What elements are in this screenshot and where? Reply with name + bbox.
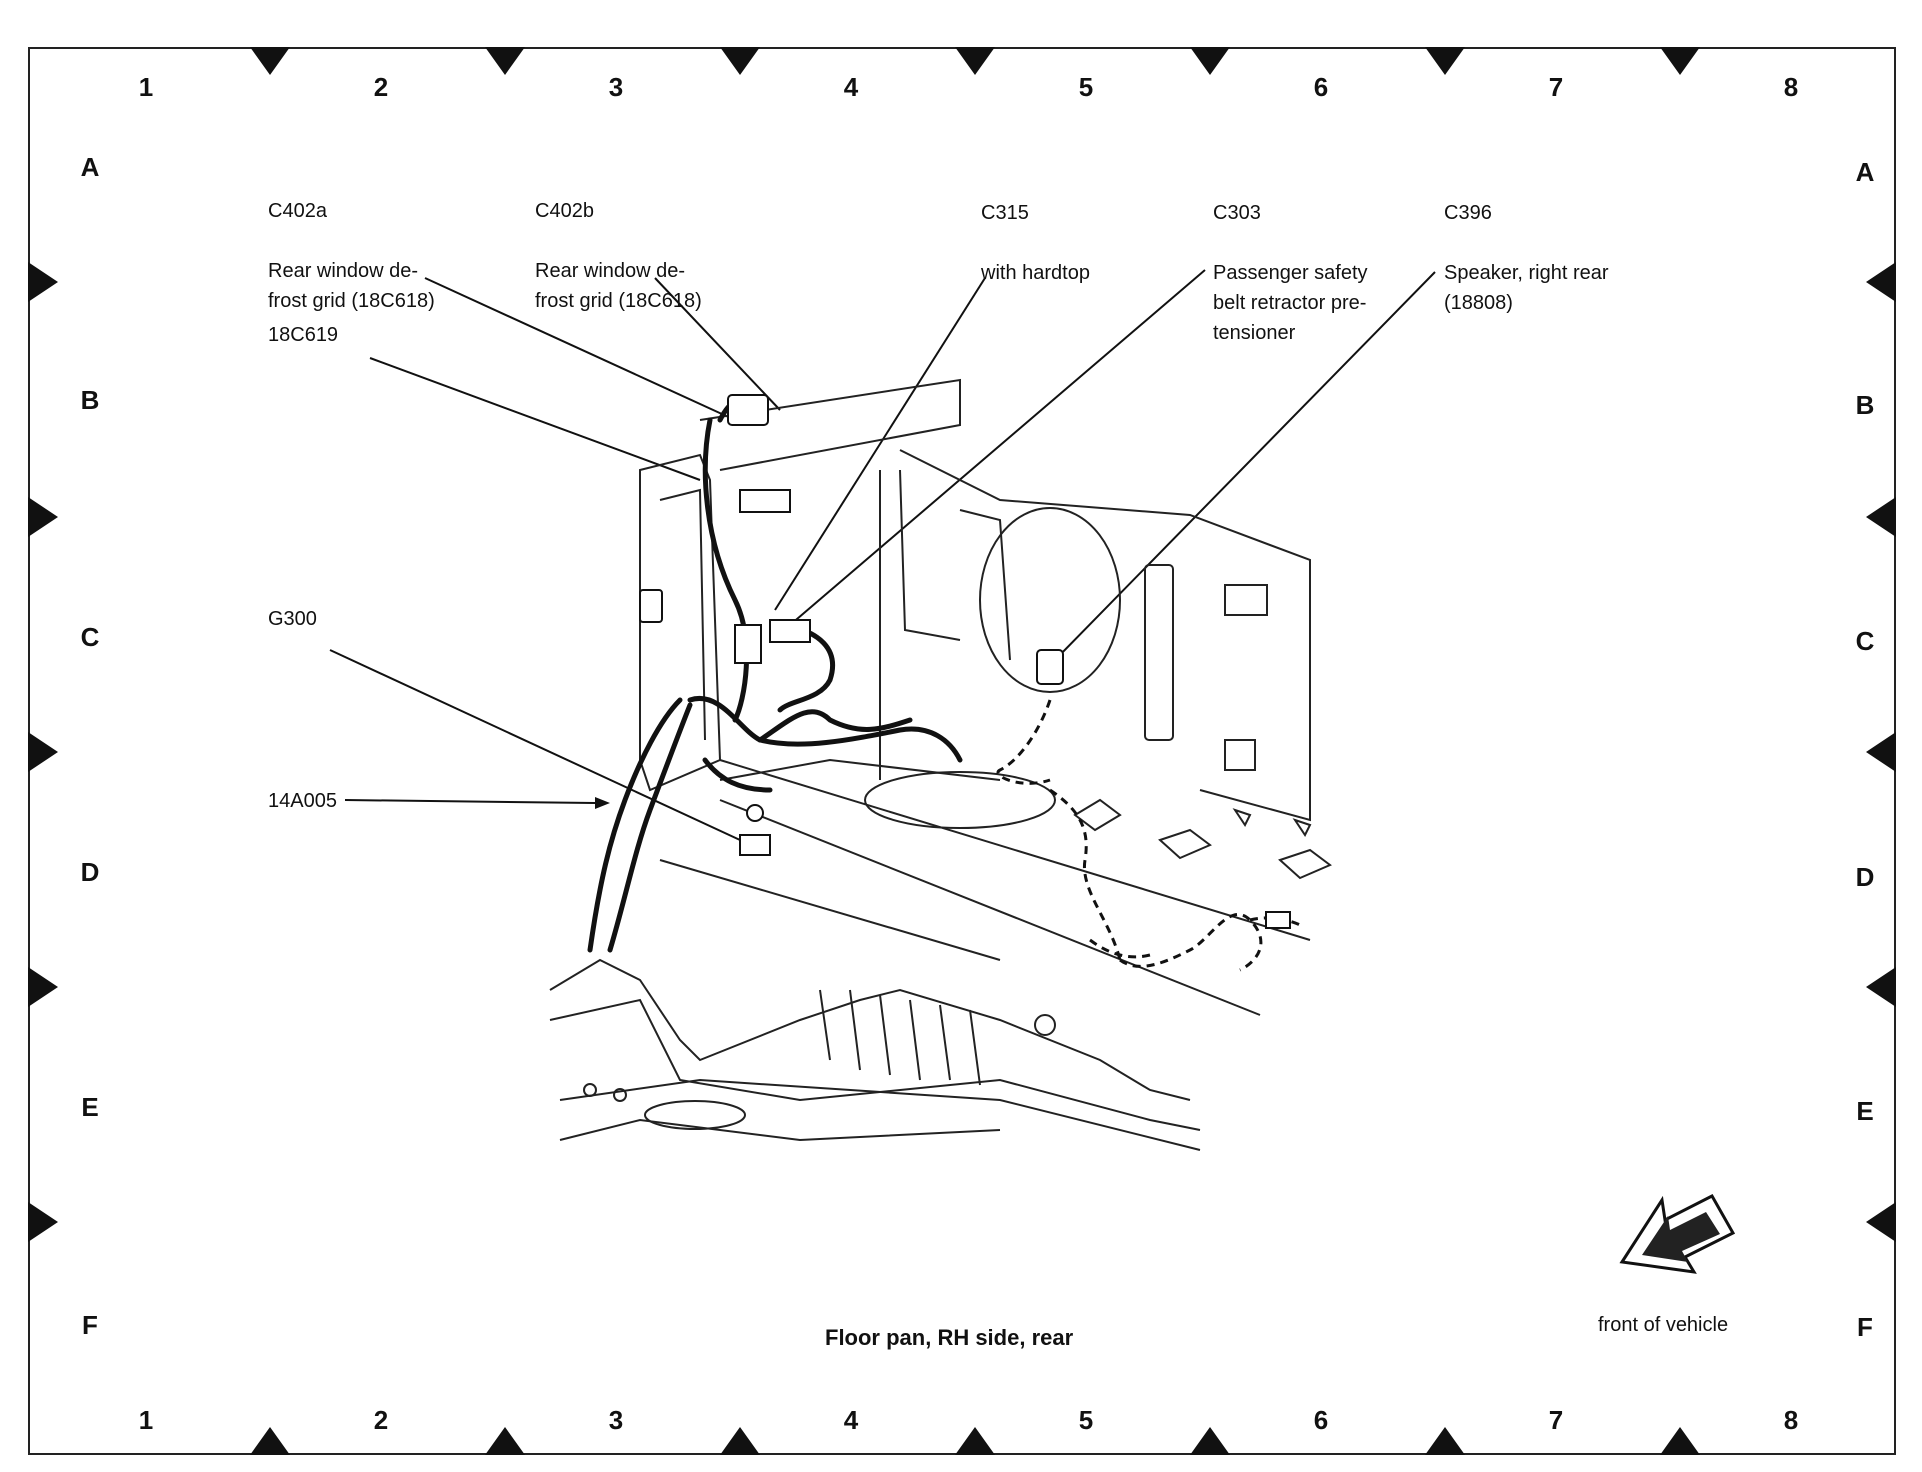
- row-f-left: F: [82, 1310, 98, 1340]
- callout-c315-desc: with hardtop: [981, 262, 1090, 284]
- col-8-bottom: 8: [1783, 1405, 1799, 1435]
- col-6-bottom: 6: [1313, 1405, 1329, 1435]
- row-b-right: B: [1855, 390, 1875, 420]
- grid-markers: [28, 47, 1896, 1455]
- diagram-caption: Floor pan, RH side, rear: [825, 1325, 1074, 1350]
- callout-c402b-desc: Rear window de- frost grid (18C618): [535, 260, 702, 312]
- row-a-left: A: [80, 152, 100, 182]
- callout-c402a-id: C402a: [268, 200, 327, 222]
- row-d-right: D: [1855, 862, 1875, 892]
- row-a-right: A: [1855, 157, 1875, 187]
- front-of-vehicle-arrow: [1619, 1194, 1736, 1274]
- wiring-harness: [587, 395, 963, 953]
- col-4-top: 4: [843, 72, 859, 102]
- callout-c402b-id: C402b: [535, 200, 594, 222]
- row-d-left: D: [80, 857, 100, 887]
- col-2-bottom: 2: [373, 1405, 389, 1435]
- col-7-bottom: 7: [1548, 1405, 1564, 1435]
- col-1-bottom: 1: [138, 1405, 154, 1435]
- callout-c315-id: C315: [981, 202, 1029, 224]
- col-8-top: 8: [1783, 72, 1799, 102]
- callout-c396: C396 Speaker, right rear (18808): [1444, 168, 1609, 348]
- row-c-right: C: [1855, 626, 1875, 656]
- callout-c315: C315 with hardtop: [981, 168, 1090, 318]
- col-3-top: 3: [608, 72, 624, 102]
- callout-14a005: 14A005: [268, 790, 337, 812]
- row-c-left: C: [80, 622, 100, 652]
- callout-c396-id: C396: [1444, 202, 1492, 224]
- callout-18c619: 18C619: [268, 324, 339, 346]
- body-structure: [549, 378, 1332, 1151]
- callout-c402b: C402b Rear window de- frost grid (18C618…: [535, 166, 702, 346]
- row-e-left: E: [81, 1092, 99, 1122]
- callout-g300: G300: [268, 608, 317, 630]
- col-2-top: 2: [373, 72, 389, 102]
- col-5-bottom: 5: [1078, 1405, 1094, 1435]
- row-f-right: F: [1857, 1312, 1873, 1342]
- front-of-vehicle-label: front of vehicle: [1598, 1314, 1729, 1336]
- callout-c402a: C402a Rear window de- frost grid (18C618…: [268, 166, 435, 346]
- callout-c303: C303 Passenger safety belt retractor pre…: [1213, 168, 1368, 378]
- row-b-left: B: [80, 385, 100, 415]
- callout-c396-desc: Speaker, right rear (18808): [1444, 262, 1609, 314]
- callout-c303-desc: Passenger safety belt retractor pre- ten…: [1213, 262, 1368, 344]
- callout-c402a-desc: Rear window de- frost grid (18C618): [268, 260, 435, 312]
- col-1-top: 1: [138, 72, 154, 102]
- row-e-right: E: [1856, 1096, 1874, 1126]
- leader-lines: [329, 269, 1436, 841]
- connectors: [639, 394, 1291, 929]
- col-4-bottom: 4: [843, 1405, 859, 1435]
- col-3-bottom: 3: [608, 1405, 624, 1435]
- col-7-top: 7: [1548, 72, 1564, 102]
- callout-c303-id: C303: [1213, 202, 1261, 224]
- col-6-top: 6: [1313, 72, 1329, 102]
- col-5-top: 5: [1078, 72, 1094, 102]
